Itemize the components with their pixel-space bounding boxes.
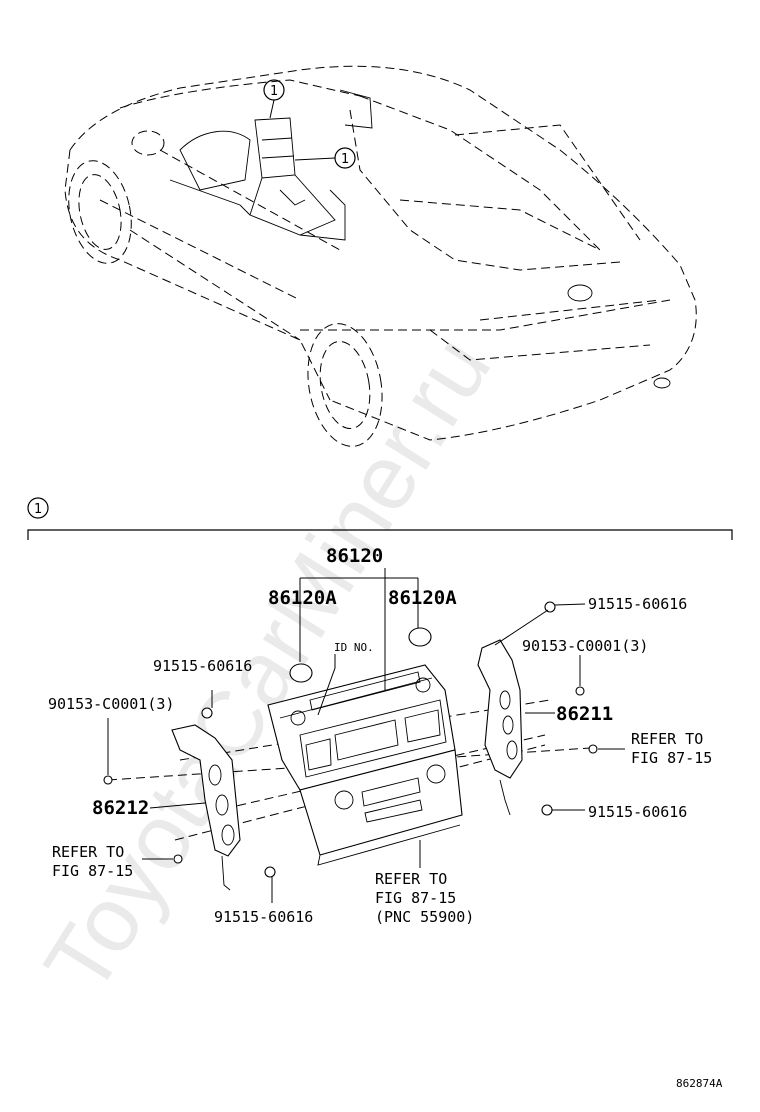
- knob-icon: [408, 627, 432, 647]
- clip-icon: [103, 775, 113, 785]
- knob-left-part-number: 86120A: [268, 587, 337, 609]
- clip-icon: [575, 686, 585, 696]
- screw-icon: [201, 707, 213, 719]
- refer-right-line1: REFER TO: [631, 730, 703, 748]
- refer-bottom-line2: FIG 87-15: [375, 889, 456, 907]
- id-no-label: ID NO.: [334, 641, 374, 654]
- screw-icon: [541, 804, 553, 816]
- refer-bottom-line1: REFER TO: [375, 870, 447, 888]
- clip-left-part-number: 90153-C0001(3): [48, 695, 174, 713]
- refer-right-line2: FIG 87-15: [631, 749, 712, 767]
- refer-left-line1: REFER TO: [52, 843, 124, 861]
- refer-bottom-line3: (PNC 55900): [375, 908, 474, 926]
- clip-right-part-number: 90153-C0001(3): [522, 637, 648, 655]
- assembly-part-number: 86120: [326, 545, 383, 567]
- screw-mid-right-part-number: 91515-60616: [588, 803, 687, 821]
- bracket-right-part-number: 86211: [556, 703, 613, 725]
- parts-drawing: [103, 568, 625, 903]
- section-callout-number: 1: [34, 502, 42, 517]
- screw-left-top-part-number: 91515-60616: [153, 657, 252, 675]
- figure-code: 862874A: [676, 1077, 723, 1090]
- callout-number-mid: 1: [341, 152, 349, 167]
- callout-number-top: 1: [270, 84, 278, 99]
- callout-circle-icon: [27, 497, 49, 519]
- screw-icon: [544, 601, 556, 613]
- section-header: 1: [27, 497, 733, 540]
- knob-right-part-number: 86120A: [388, 587, 457, 609]
- clip-icon: [588, 744, 598, 754]
- screw-icon: [264, 866, 276, 878]
- screw-top-right-part-number: 91515-60616: [588, 595, 687, 613]
- refer-left-line2: FIG 87-15: [52, 862, 133, 880]
- screw-bottom-left-part-number: 91515-60616: [214, 908, 313, 926]
- car-illustration: 1 1: [64, 65, 697, 447]
- bracket-left-part-number: 86212: [92, 797, 149, 819]
- knob-icon: [289, 663, 313, 683]
- clip-icon: [173, 854, 183, 864]
